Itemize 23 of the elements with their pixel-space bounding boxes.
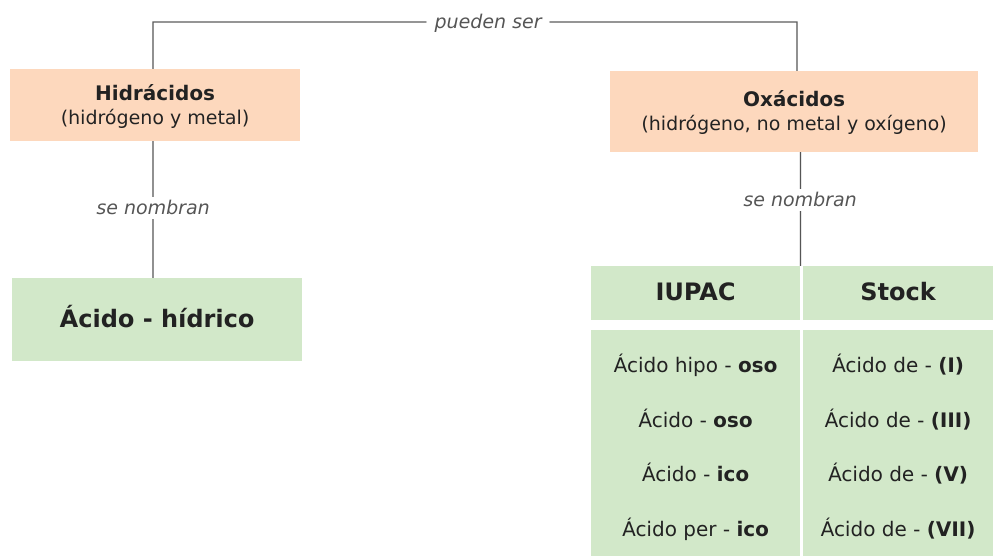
category-box: [10, 69, 300, 141]
table-column-cell: [591, 330, 800, 556]
naming-rule: Ácido hipo - oso: [614, 352, 778, 378]
naming-rule: Ácido per - ico: [622, 516, 769, 542]
table-header-cell: [803, 266, 993, 320]
table-header-cell: [591, 266, 800, 320]
category-box: [610, 71, 978, 152]
naming-rule: IUPAC: [656, 277, 736, 308]
category-description: (hidrógeno y metal): [60, 106, 250, 130]
category-title: Oxácidos: [742, 86, 846, 112]
naming-rule: Ácido de - (VII): [820, 516, 976, 542]
naming-rule: Ácido de - (III): [824, 406, 972, 433]
category-description: (hidrógeno, no metal y oxígeno): [641, 112, 947, 137]
naming-rule: Ácido - hídrico: [60, 304, 254, 335]
naming-rule: Ácido - ico: [642, 461, 750, 488]
naming-box: [12, 278, 302, 361]
category-title: Hidrácidos: [95, 80, 215, 106]
table-column-cell: [803, 330, 993, 556]
edge-label: pueden ser: [426, 11, 550, 33]
naming-rule: Ácido de - (V): [828, 461, 968, 488]
naming-rule: Ácido - oso: [638, 406, 753, 433]
naming-rule: Stock: [860, 277, 936, 308]
naming-rule: Ácido de - (I): [832, 352, 964, 378]
